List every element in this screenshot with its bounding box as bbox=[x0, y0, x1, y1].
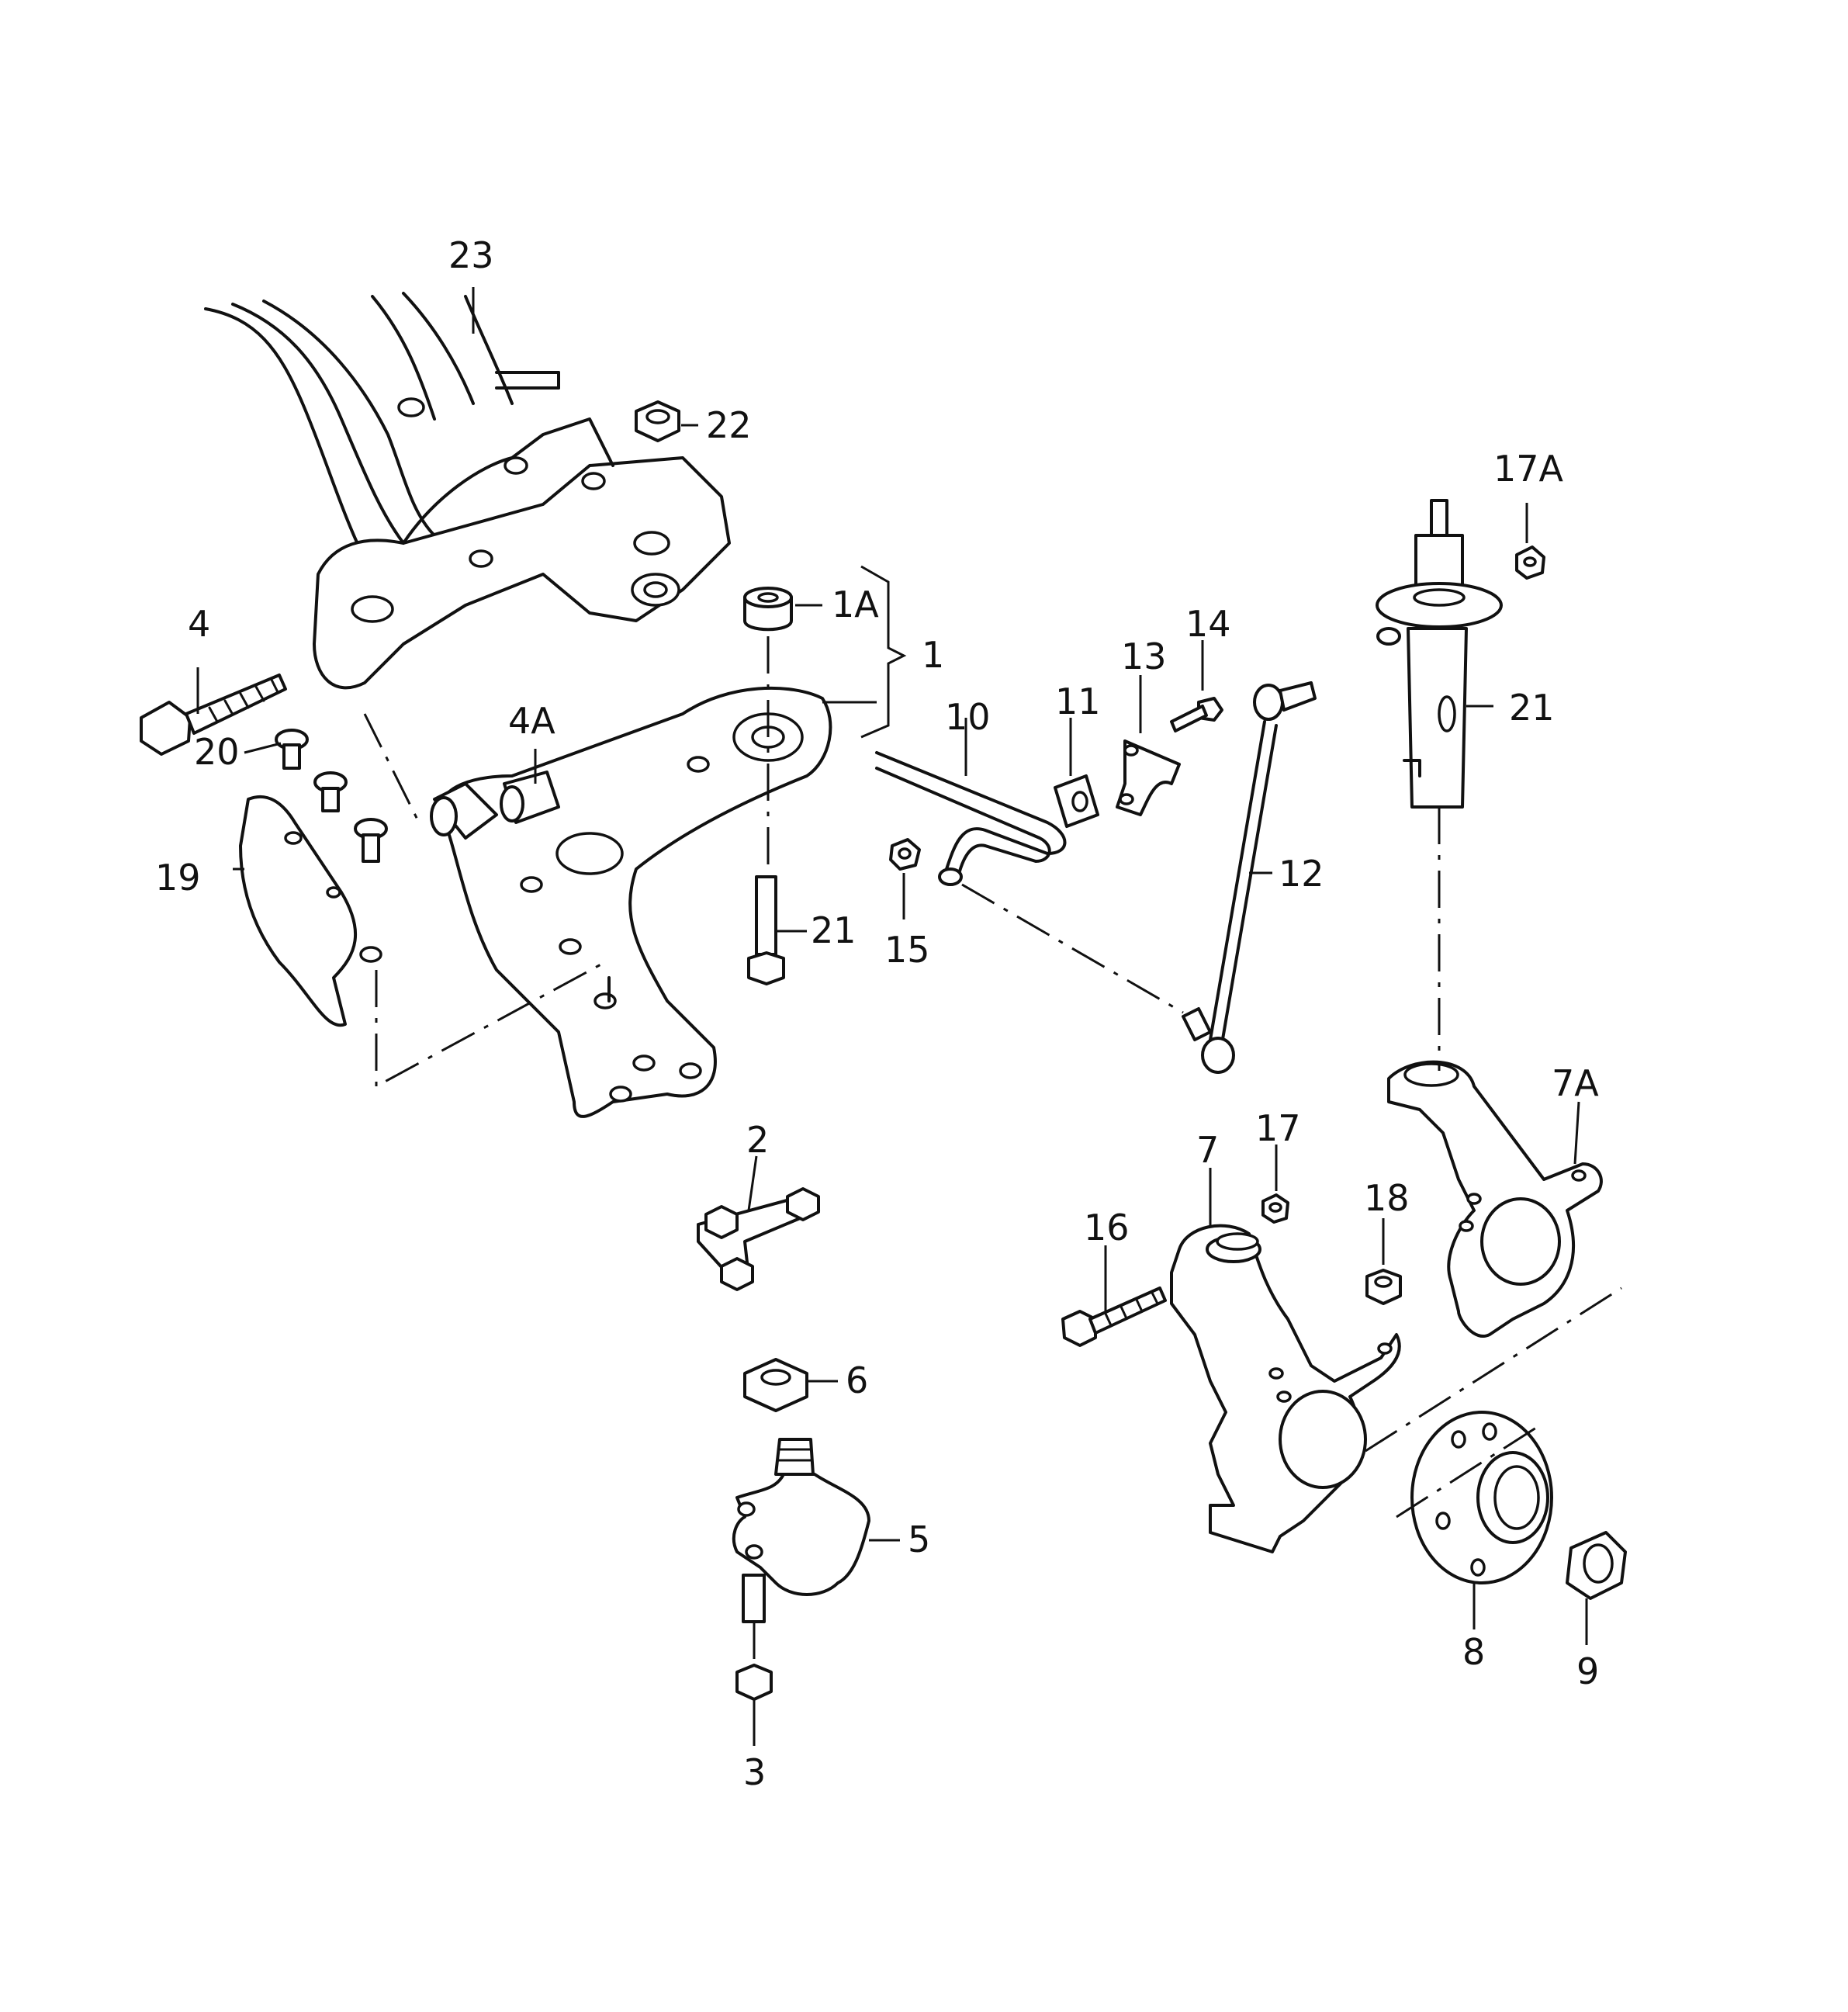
hub-nut-9 bbox=[1566, 1531, 1627, 1600]
nut-17 bbox=[1261, 1193, 1289, 1224]
label-23: 23 bbox=[448, 234, 494, 276]
subframe bbox=[204, 292, 731, 690]
bushing-4a bbox=[430, 771, 560, 840]
label-21-arm: 21 bbox=[811, 909, 857, 951]
label-13: 13 bbox=[1121, 635, 1167, 677]
label-3: 3 bbox=[743, 1751, 766, 1793]
wheel-bearing-housing-7a bbox=[1387, 1060, 1603, 1338]
nut-15 bbox=[889, 838, 921, 871]
stabilizer-bar bbox=[875, 751, 1067, 886]
wheel-hub-8 bbox=[1410, 1411, 1553, 1584]
clamp-13 bbox=[1116, 739, 1181, 816]
label-5: 5 bbox=[908, 1519, 930, 1560]
bolt-3 bbox=[735, 1574, 773, 1701]
label-20: 20 bbox=[194, 731, 240, 773]
label-22: 22 bbox=[706, 404, 752, 446]
label-1a: 1A bbox=[832, 584, 879, 625]
label-4: 4 bbox=[188, 603, 210, 645]
label-1: 1 bbox=[922, 634, 944, 676]
label-11: 11 bbox=[1055, 680, 1101, 722]
label-15: 15 bbox=[884, 929, 930, 971]
label-14: 14 bbox=[1185, 603, 1231, 645]
strut-21 bbox=[1376, 499, 1503, 809]
label-8: 8 bbox=[1462, 1631, 1485, 1673]
nut-18 bbox=[1365, 1269, 1402, 1305]
bolt-16 bbox=[1061, 1287, 1167, 1347]
callout-labels: 23 22 1A 1 4 4A 20 19 21 10 11 13 14 15 … bbox=[155, 234, 1599, 1793]
label-17: 17 bbox=[1255, 1107, 1301, 1149]
nut-6 bbox=[743, 1358, 808, 1412]
label-9: 9 bbox=[1576, 1650, 1599, 1692]
label-12: 12 bbox=[1279, 853, 1324, 895]
label-7: 7 bbox=[1196, 1129, 1219, 1171]
bolt-14 bbox=[1170, 697, 1223, 732]
nut-17a bbox=[1515, 545, 1545, 580]
label-21-strut: 21 bbox=[1509, 687, 1555, 729]
ball-joint-5 bbox=[732, 1438, 870, 1596]
label-16: 16 bbox=[1084, 1207, 1130, 1248]
label-17a: 17A bbox=[1493, 448, 1564, 490]
bushing-1a bbox=[743, 587, 793, 632]
label-6: 6 bbox=[846, 1359, 868, 1401]
securing-plate-2 bbox=[697, 1187, 820, 1291]
heat-shield-19 bbox=[239, 795, 382, 1027]
label-2: 2 bbox=[746, 1119, 769, 1161]
bolt-4 bbox=[140, 674, 287, 756]
assembly-lines bbox=[363, 636, 1622, 1667]
wheel-bearing-housing-7 bbox=[1170, 1224, 1401, 1553]
nut-22 bbox=[635, 400, 680, 442]
leader-lines bbox=[196, 287, 1588, 1746]
bolt-21-arm bbox=[747, 875, 785, 985]
label-10: 10 bbox=[945, 696, 991, 738]
label-19: 19 bbox=[155, 857, 201, 899]
coupling-rod-12 bbox=[1182, 681, 1317, 1074]
bush-11 bbox=[1054, 774, 1099, 828]
label-18: 18 bbox=[1364, 1177, 1410, 1219]
screw-20 bbox=[275, 729, 388, 863]
label-7a: 7A bbox=[1552, 1062, 1599, 1104]
label-4a: 4A bbox=[508, 700, 555, 742]
